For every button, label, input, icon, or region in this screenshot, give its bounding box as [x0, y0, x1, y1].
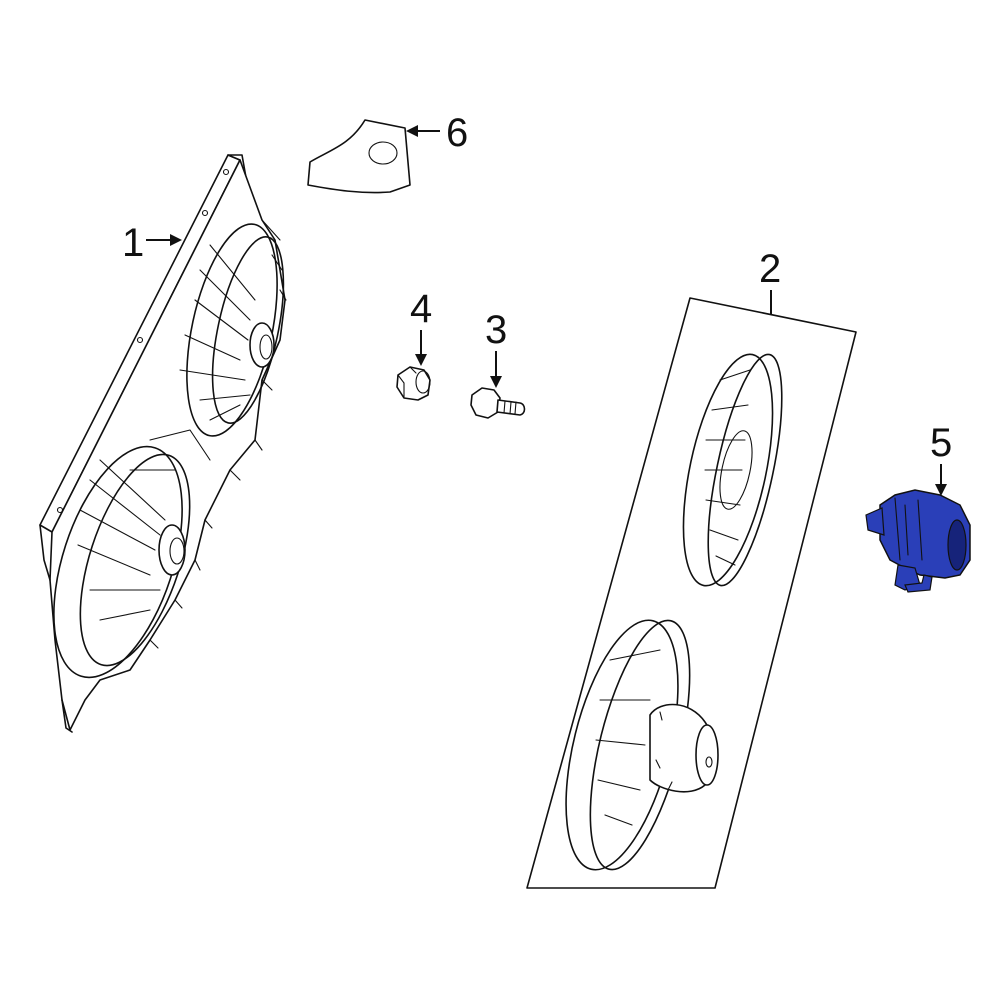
callout-2: 2	[759, 247, 781, 314]
bolt-part[interactable]	[470, 387, 526, 419]
callout-1: 1	[122, 221, 182, 265]
callout-2-label: 2	[759, 247, 781, 291]
callout-6: 6	[406, 111, 468, 155]
callout-4: 4	[410, 287, 432, 366]
fan-motor-part[interactable]	[865, 489, 971, 593]
callout-5-label: 5	[930, 421, 952, 465]
callout-1-label: 1	[122, 221, 144, 265]
fan-shroud-part[interactable]	[29, 154, 297, 733]
callout-3: 3	[485, 308, 507, 388]
bracket-part[interactable]	[307, 119, 411, 194]
callout-6-label: 6	[446, 111, 468, 155]
callout-4-label: 4	[410, 287, 432, 331]
callout-3-label: 3	[485, 308, 507, 352]
fan-assembly-part[interactable]	[526, 297, 857, 889]
callout-5: 5	[930, 421, 952, 496]
nut-part[interactable]	[396, 366, 431, 401]
